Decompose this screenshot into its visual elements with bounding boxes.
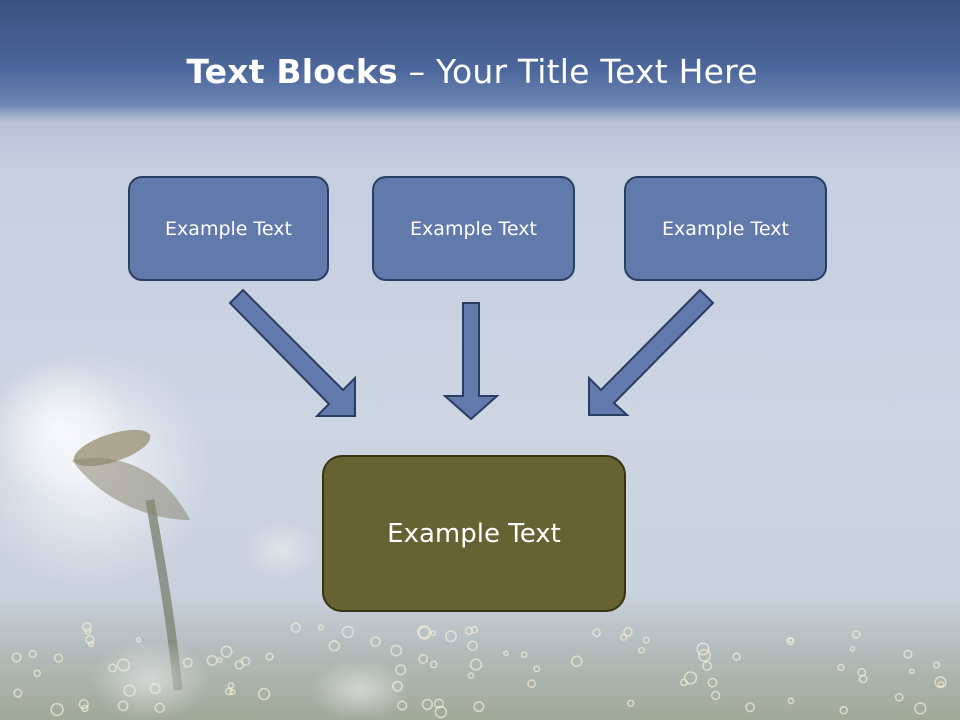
text-block-3-label: Example Text xyxy=(662,217,789,240)
arrow-right-diagonal xyxy=(588,288,715,416)
text-block-2-label: Example Text xyxy=(410,217,537,240)
text-block-1-label: Example Text xyxy=(165,217,292,240)
center-text-block-label: Example Text xyxy=(387,518,561,549)
center-text-block: Example Text xyxy=(322,455,626,612)
text-block-2: Example Text xyxy=(372,176,575,281)
text-block-1: Example Text xyxy=(128,176,329,281)
text-block-3: Example Text xyxy=(624,176,827,281)
arrow-left-diagonal xyxy=(228,288,356,417)
slide-title: Text Blocks – Your Title Text Here xyxy=(0,52,944,91)
title-bold: Text Blocks xyxy=(186,52,398,91)
title-rest: – Your Title Text Here xyxy=(397,52,758,91)
arrow-center-down xyxy=(442,302,500,421)
